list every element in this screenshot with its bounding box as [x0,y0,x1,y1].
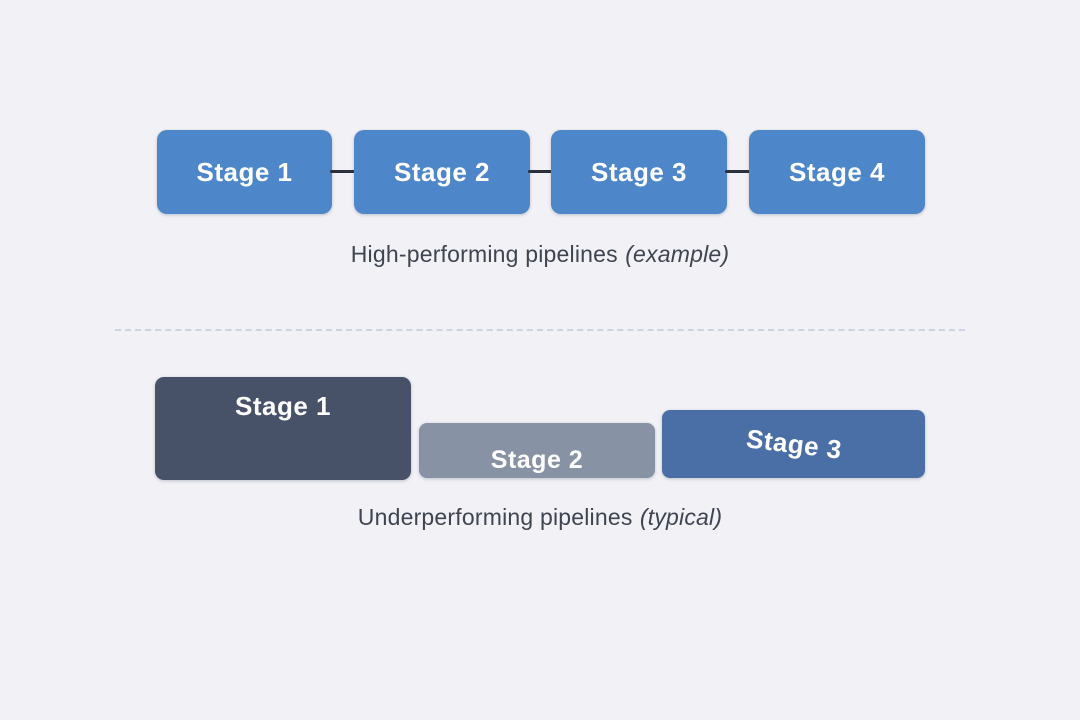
low-pipeline-stage-3-box: Stage 3 [662,410,925,478]
caption-emphasis: (example) [625,241,730,267]
stage-label: Stage 1 [235,391,331,421]
stage-label: Stage 4 [789,156,885,187]
connector-line [330,170,356,173]
low-pipeline-stage-1-box: Stage 1 [155,377,411,480]
low-pipeline-caption: Underperforming pipelines(typical) [0,504,1080,531]
connector-line [528,170,553,173]
high-pipeline-stage-3-box: Stage 3 [551,130,727,214]
connector-line [725,170,751,173]
high-pipeline-stage-4-box: Stage 4 [749,130,925,214]
stage-label: Stage 3 [744,422,844,465]
caption-emphasis: (typical) [639,504,723,530]
stage-label: Stage 1 [196,156,293,187]
high-pipeline-stage-2-box: Stage 2 [354,130,530,214]
caption-text: High-performing pipelines [350,241,618,267]
stage-label: Stage 3 [591,156,687,187]
high-pipeline-stage-1-box: Stage 1 [157,130,332,214]
stage-label: Stage 2 [394,156,490,187]
stage-label: Stage 2 [490,446,584,474]
caption-text: Underperforming pipelines [357,504,633,530]
low-pipeline-stage-2-box: Stage 2 [419,423,655,478]
high-pipeline-caption: High-performing pipelines (example) [0,241,1080,268]
section-divider [115,329,965,331]
